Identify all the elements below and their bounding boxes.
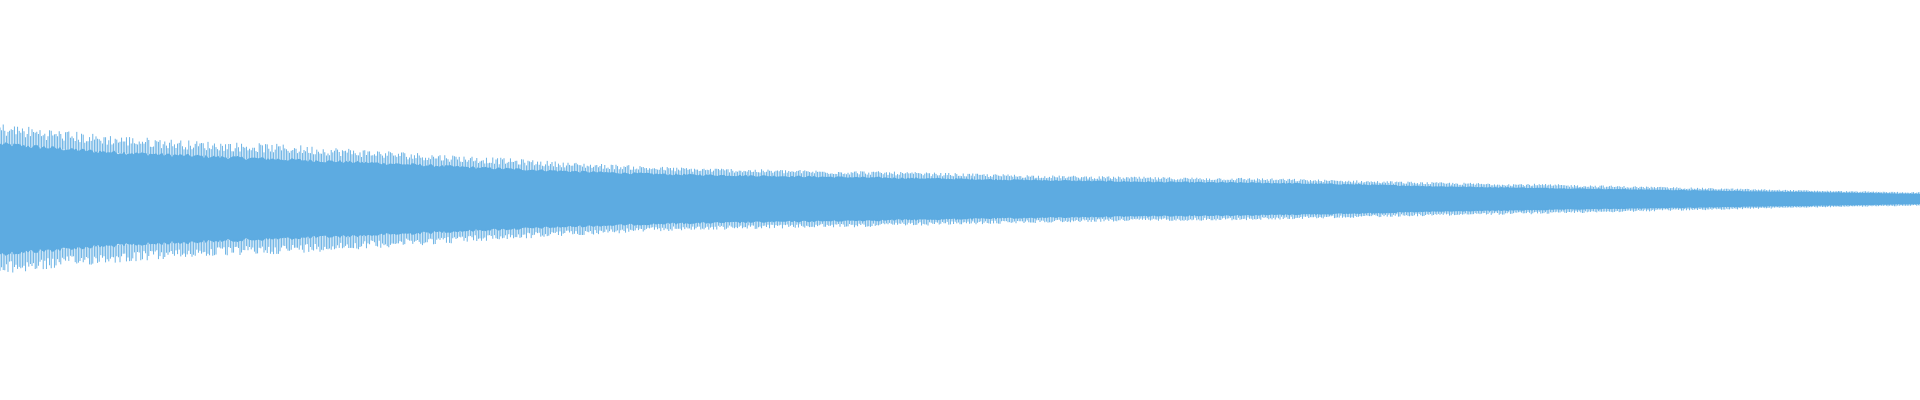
waveform-transient-lines <box>0 124 1920 273</box>
waveform-body <box>0 142 1920 256</box>
waveform-transients <box>0 124 1920 273</box>
